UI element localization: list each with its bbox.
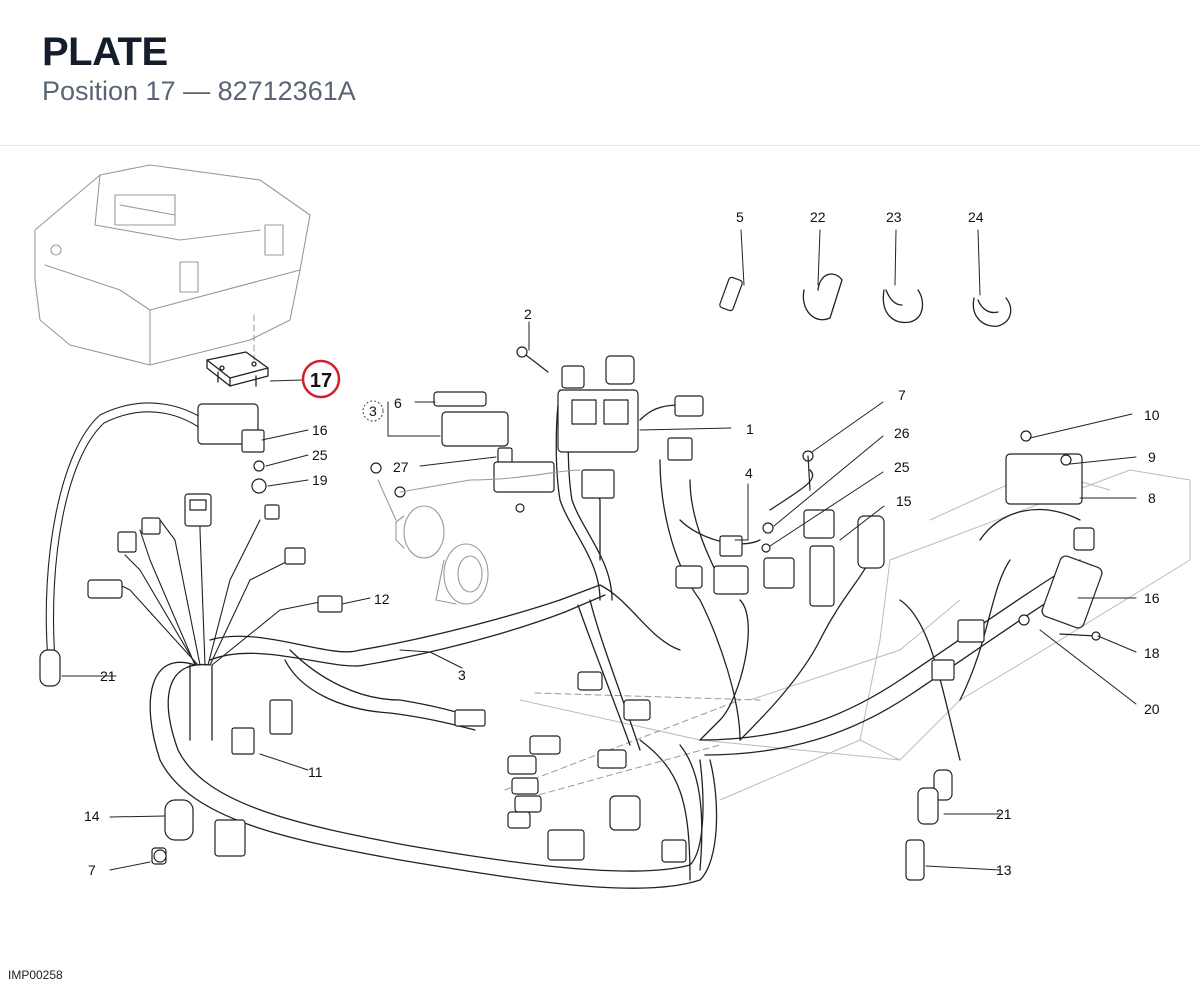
callout-21-left: 21 [100, 668, 116, 684]
clamps [802, 273, 1012, 327]
callout-7-top: 7 [898, 387, 906, 403]
callout-5: 5 [736, 209, 744, 225]
callout-2: 2 [524, 306, 532, 322]
connectors [39, 276, 1103, 881]
callout-10: 10 [1144, 407, 1160, 423]
callout-26: 26 [894, 425, 910, 441]
callout-13: 13 [996, 862, 1012, 878]
image-code: IMP00258 [8, 968, 63, 982]
callout-19: 19 [312, 472, 328, 488]
page-subtitle: Position 17 — 82712361A [42, 76, 356, 106]
callout-22: 22 [810, 209, 826, 225]
highlight-17[interactable]: 17 [269, 359, 341, 399]
callout-21-right: 21 [996, 806, 1012, 822]
left-branch [45, 402, 331, 666]
callout-4: 4 [745, 465, 753, 481]
callout-9: 9 [1148, 449, 1156, 465]
battery-box [34, 164, 311, 366]
leader-lines [61, 229, 1137, 871]
highlight-17-label: 17 [310, 370, 332, 392]
callout-24: 24 [968, 209, 984, 225]
callout-14: 14 [84, 808, 100, 824]
callout-8: 8 [1148, 490, 1156, 506]
callout-27: 27 [393, 459, 409, 475]
callout-3-center: 3 [458, 667, 466, 683]
header: PLATE Position 17 — 82712361A [0, 0, 1200, 146]
callout-1: 1 [746, 421, 754, 437]
page-title: PLATE [42, 30, 168, 74]
callout-20: 20 [1144, 701, 1160, 717]
callout-3-left: 3 [369, 403, 377, 419]
main-harness [149, 389, 1091, 889]
callout-23: 23 [886, 209, 902, 225]
callout-7-bottom: 7 [88, 862, 96, 878]
callout-labels: 5 22 23 24 2 6 3 27 1 7 26 25 15 4 10 9 … [84, 209, 1160, 878]
plate-part [206, 351, 269, 387]
callout-15: 15 [896, 493, 912, 509]
callout-18: 18 [1144, 645, 1160, 661]
callout-12: 12 [374, 591, 390, 607]
callout-25-left: 25 [312, 447, 328, 463]
callout-6: 6 [394, 395, 402, 411]
callout-25-right: 25 [894, 459, 910, 475]
callout-16-right: 16 [1144, 590, 1160, 606]
wiring-harness-diagram: 5 22 23 24 2 6 3 27 1 7 26 25 15 4 10 9 … [34, 164, 1191, 889]
callout-16-left: 16 [312, 422, 328, 438]
callout-3-ring [362, 400, 384, 422]
coil-part [377, 469, 581, 605]
callout-11: 11 [308, 764, 323, 780]
